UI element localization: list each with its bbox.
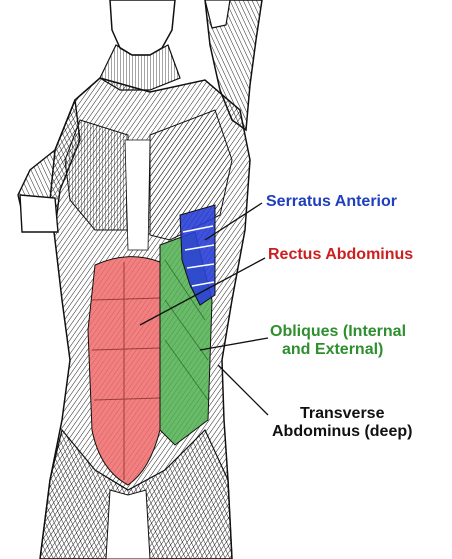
label-transverse-abdominus: Transverse Abdominus (deep) — [272, 405, 412, 441]
label-serratus-anterior: Serratus Anterior — [266, 193, 397, 211]
label-obliques-line1: Obliques (Internal — [270, 323, 406, 341]
arm-stump — [20, 195, 58, 232]
groin-white — [106, 490, 150, 559]
label-obliques-line2: and External) — [270, 341, 406, 359]
label-transverse-line1: Transverse — [272, 405, 412, 423]
label-obliques: Obliques (Internal and External) — [270, 323, 406, 359]
transverse-pointer — [218, 365, 268, 415]
sternum — [125, 140, 150, 250]
label-transverse-line2: Abdominus (deep) — [272, 423, 412, 441]
label-rectus-abdominus: Rectus Abdominus — [268, 246, 413, 264]
